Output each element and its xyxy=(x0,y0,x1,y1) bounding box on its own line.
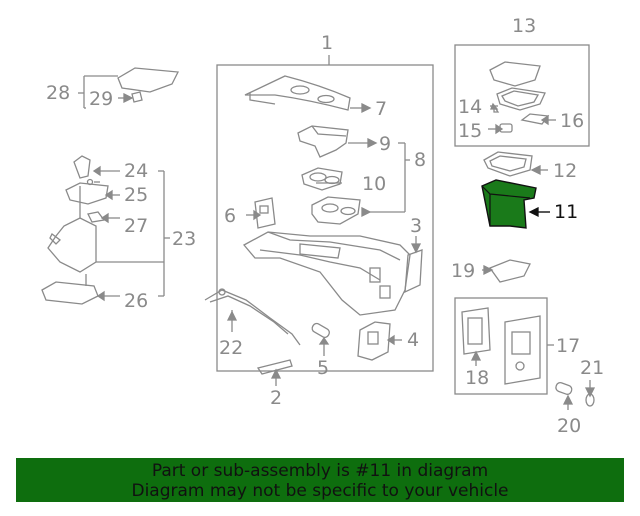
banner-line-2: Diagram may not be specific to your vehi… xyxy=(131,481,509,501)
callout-19: 19 xyxy=(451,260,476,282)
callout-26: 26 xyxy=(124,290,149,312)
callout-21: 21 xyxy=(580,357,605,379)
part-20-21-small-parts xyxy=(555,380,596,410)
callout-15: 15 xyxy=(458,120,483,142)
group-box-17 xyxy=(454,297,548,395)
part-1-console-body xyxy=(242,231,411,316)
part-12-tray xyxy=(483,151,548,177)
callout-22: 22 xyxy=(219,337,244,359)
callout-23: 23 xyxy=(172,228,197,250)
callout-2: 2 xyxy=(270,387,283,409)
callout-18: 18 xyxy=(465,367,490,389)
part-10-cupholder xyxy=(301,167,343,191)
callout-7: 7 xyxy=(375,98,388,120)
callout-16: 16 xyxy=(560,110,585,132)
callout-5: 5 xyxy=(317,357,330,379)
shifter-assembly-23 xyxy=(41,155,170,305)
bracket-8 xyxy=(370,142,410,213)
part-3-bracket xyxy=(404,236,423,294)
callout-1: 1 xyxy=(321,32,334,54)
part-5-clip xyxy=(311,322,330,356)
callout-12: 12 xyxy=(553,160,578,182)
part-6-bracket xyxy=(246,197,276,229)
part-28-29-plate xyxy=(78,67,180,109)
callout-4: 4 xyxy=(407,329,420,351)
callout-28: 28 xyxy=(46,82,71,104)
callout-17: 17 xyxy=(556,335,581,357)
part-8-lower-bezel xyxy=(311,196,372,225)
info-banner: Part or sub-assembly is #11 in diagram D… xyxy=(16,458,624,502)
callout-25: 25 xyxy=(124,184,149,206)
callout-3: 3 xyxy=(410,215,423,237)
part-7-trim xyxy=(244,75,372,114)
callout-10: 10 xyxy=(362,173,387,195)
part-17-panels xyxy=(461,307,554,385)
part-11-storage-bin xyxy=(481,179,550,229)
callout-9: 9 xyxy=(379,133,392,155)
part-2-bracket xyxy=(256,359,293,386)
banner-line-1: Part or sub-assembly is #11 in diagram xyxy=(151,461,489,481)
part-4-bracket xyxy=(357,321,402,361)
group-box-1 xyxy=(216,64,434,372)
callout-13: 13 xyxy=(512,15,537,37)
callout-6: 6 xyxy=(224,205,237,227)
callout-14: 14 xyxy=(458,96,483,118)
callout-29: 29 xyxy=(89,88,114,110)
callout-8: 8 xyxy=(414,149,427,171)
callout-24: 24 xyxy=(124,160,149,182)
part-19-pad xyxy=(482,259,531,283)
part-13-lid xyxy=(488,61,556,135)
group-box-13 xyxy=(454,44,590,147)
callout-11: 11 xyxy=(554,201,579,223)
callout-27: 27 xyxy=(124,215,149,237)
part-9-bezel xyxy=(297,125,378,158)
part-22-cable xyxy=(204,288,301,346)
callout-20: 20 xyxy=(557,415,582,437)
